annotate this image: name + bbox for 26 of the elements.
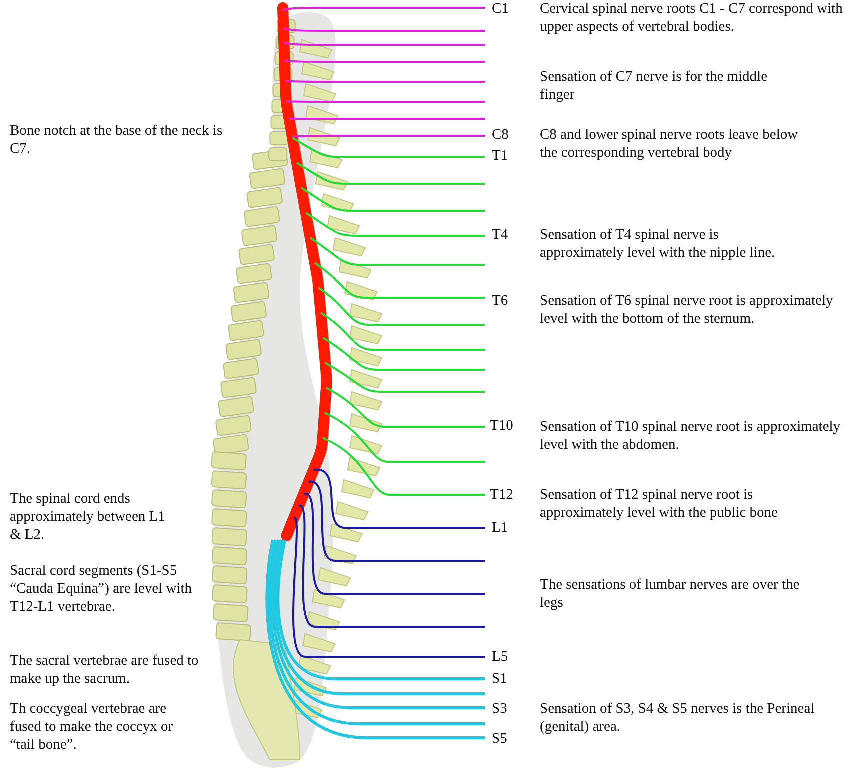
- nerve-level-label: T12: [490, 486, 514, 504]
- annotation-text: Sensation of T10 spinal nerve root is approximately level with the abdomen.: [540, 418, 842, 454]
- nerve-level-label: L1: [492, 519, 510, 537]
- nerve-level-label: S1: [492, 670, 508, 688]
- annotation-text: Sensation of S3, S4 & S5 nerves is the Perineal (genital) area.: [540, 700, 816, 736]
- nerve-level-label: L5: [492, 648, 510, 666]
- nerve-level-label: T4: [492, 226, 510, 244]
- annotation-text: The spinal cord ends approximately between L1 & L2.: [10, 490, 166, 544]
- nerve-level-label: S3: [492, 700, 508, 718]
- annotation-text: Sensation of T6 spinal nerve root is approximately level with the bottom of the sternum.: [540, 292, 834, 328]
- annotation-text: The sensations of lumbar nerves are over the legs: [540, 576, 801, 612]
- annotation-text: Bone notch at the base of the neck is C7.: [10, 122, 224, 158]
- annotation-text: Sensation of T4 spinal nerve is approximately level with the nipple line.: [540, 226, 776, 262]
- nerve-level-label: T1: [492, 147, 510, 165]
- annotation-text: Cervical spinal nerve roots C1 - C7 correspond with upper aspects of vertebral bodies.: [540, 0, 844, 36]
- nerve-level-label: C1: [492, 0, 510, 18]
- annotation-text: C8 and lower spinal nerve roots leave below the corresponding vertebral body: [540, 126, 800, 162]
- annotation-text: Th coccygeal vertebrae are fused to make the coccyx or “tail bone”.: [10, 700, 174, 754]
- annotation-text: The sacral vertebrae are fused to make up the sacrum.: [10, 652, 200, 688]
- nerve-level-label: C8: [492, 126, 510, 144]
- annotation-text: Sacral cord segments (S1-S5 “Cauda Equina”) are level with T12-L1 vertebrae.: [10, 562, 193, 616]
- annotation-text: Sensation of C7 nerve is for the middle finger: [540, 68, 769, 104]
- nerve-level-label: T6: [492, 292, 510, 310]
- nerve-level-label: S5: [492, 730, 508, 748]
- nerve-level-label: T10: [490, 417, 514, 435]
- annotation-text: Sensation of T12 spinal nerve root is approximately level with the public bone: [540, 486, 779, 522]
